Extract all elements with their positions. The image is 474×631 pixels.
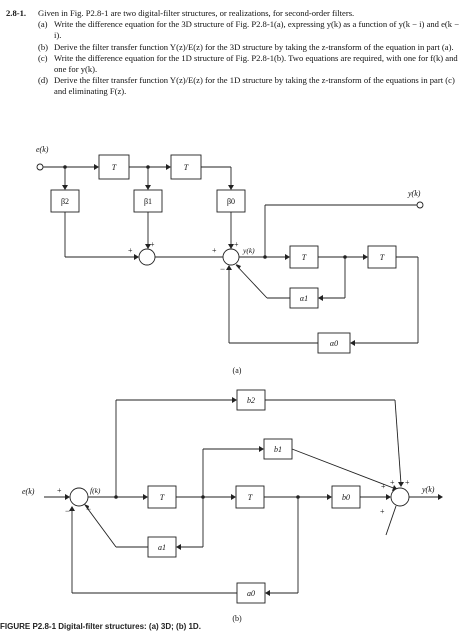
- delay-label: T: [184, 163, 189, 172]
- part-text: Derive the filter transfer function Y(z)…: [54, 41, 454, 52]
- beta1-label: β1: [144, 197, 152, 206]
- summing-junction: [138, 248, 156, 266]
- a0-label: a0: [247, 589, 255, 598]
- b1-label: b1: [274, 445, 282, 454]
- part-label: (d): [38, 75, 49, 86]
- delay-label: T: [380, 253, 385, 262]
- plus-sign: +: [212, 246, 217, 255]
- y-node-label: y(k): [242, 246, 255, 255]
- caption-a: (a): [233, 366, 242, 375]
- alpha1-label: α1: [300, 294, 308, 303]
- plus-sign: +: [234, 240, 239, 249]
- plus-sign: +: [150, 240, 155, 249]
- part-c: (c) Write the difference equation for th…: [38, 53, 468, 75]
- plus-sign: +: [390, 478, 395, 487]
- b0-label: b0: [342, 493, 350, 502]
- input-label: e(k): [22, 487, 35, 496]
- part-a: (a) Write the difference equation for th…: [38, 19, 468, 41]
- part-label: (c): [38, 52, 48, 63]
- output-terminal: [416, 201, 424, 209]
- part-label: (b): [38, 41, 49, 52]
- f-node-label: f(k): [90, 486, 101, 495]
- plus-sign: +: [128, 246, 133, 255]
- part-label: (a): [38, 19, 48, 30]
- delay-label: T: [112, 163, 117, 172]
- output-label: y(k): [407, 189, 421, 198]
- delay-label: T: [160, 493, 165, 502]
- problem-statement: 2.8-1. Given in Fig. P2.8-1 are two digi…: [6, 8, 468, 98]
- b2-label: b2: [247, 396, 255, 405]
- minus-sign: −: [86, 504, 91, 514]
- figure-caption: FIGURE P2.8-1 Digital-filter structures:…: [0, 622, 201, 631]
- a1-label: a1: [158, 543, 166, 552]
- delay-block: [98, 154, 130, 180]
- output-label: y(k): [421, 485, 435, 494]
- problem-intro: Given in Fig. P2.8-1 are two digital-fil…: [38, 8, 355, 18]
- minus-sign: −: [220, 264, 225, 274]
- summing-junction: [222, 248, 240, 266]
- part-text: Write the difference equation for the 3D…: [54, 19, 460, 41]
- plus-sign: +: [405, 478, 410, 487]
- part-d: (d) Derive the filter transfer function …: [38, 75, 468, 97]
- plus-sign: +: [381, 482, 386, 491]
- delay-label: T: [248, 493, 253, 502]
- part-text: Write the difference equation for the 1D…: [54, 52, 458, 75]
- part-b: (b) Derive the filter transfer function …: [38, 42, 468, 53]
- input-label: e(k): [36, 145, 49, 154]
- alpha0-label: α0: [330, 339, 338, 348]
- diagram-b: e(k) + − − f(k) b2 T b1: [22, 389, 443, 623]
- problem-number: 2.8-1.: [6, 8, 27, 18]
- beta2-label: β2: [61, 197, 69, 206]
- minus-sign: −: [65, 506, 70, 516]
- delay-block: [170, 154, 202, 180]
- delay-label: T: [302, 253, 307, 262]
- beta0-label: β0: [227, 197, 235, 206]
- plus-sign: +: [380, 507, 385, 516]
- input-terminal: [36, 163, 44, 171]
- part-text: Derive the filter transfer function Y(z)…: [54, 75, 455, 97]
- diagram-a: e(k) T T β2 β1 β0 +: [36, 145, 424, 375]
- summing-junction: [390, 487, 410, 507]
- plus-sign: +: [57, 486, 62, 495]
- caption-b: (b): [232, 614, 242, 623]
